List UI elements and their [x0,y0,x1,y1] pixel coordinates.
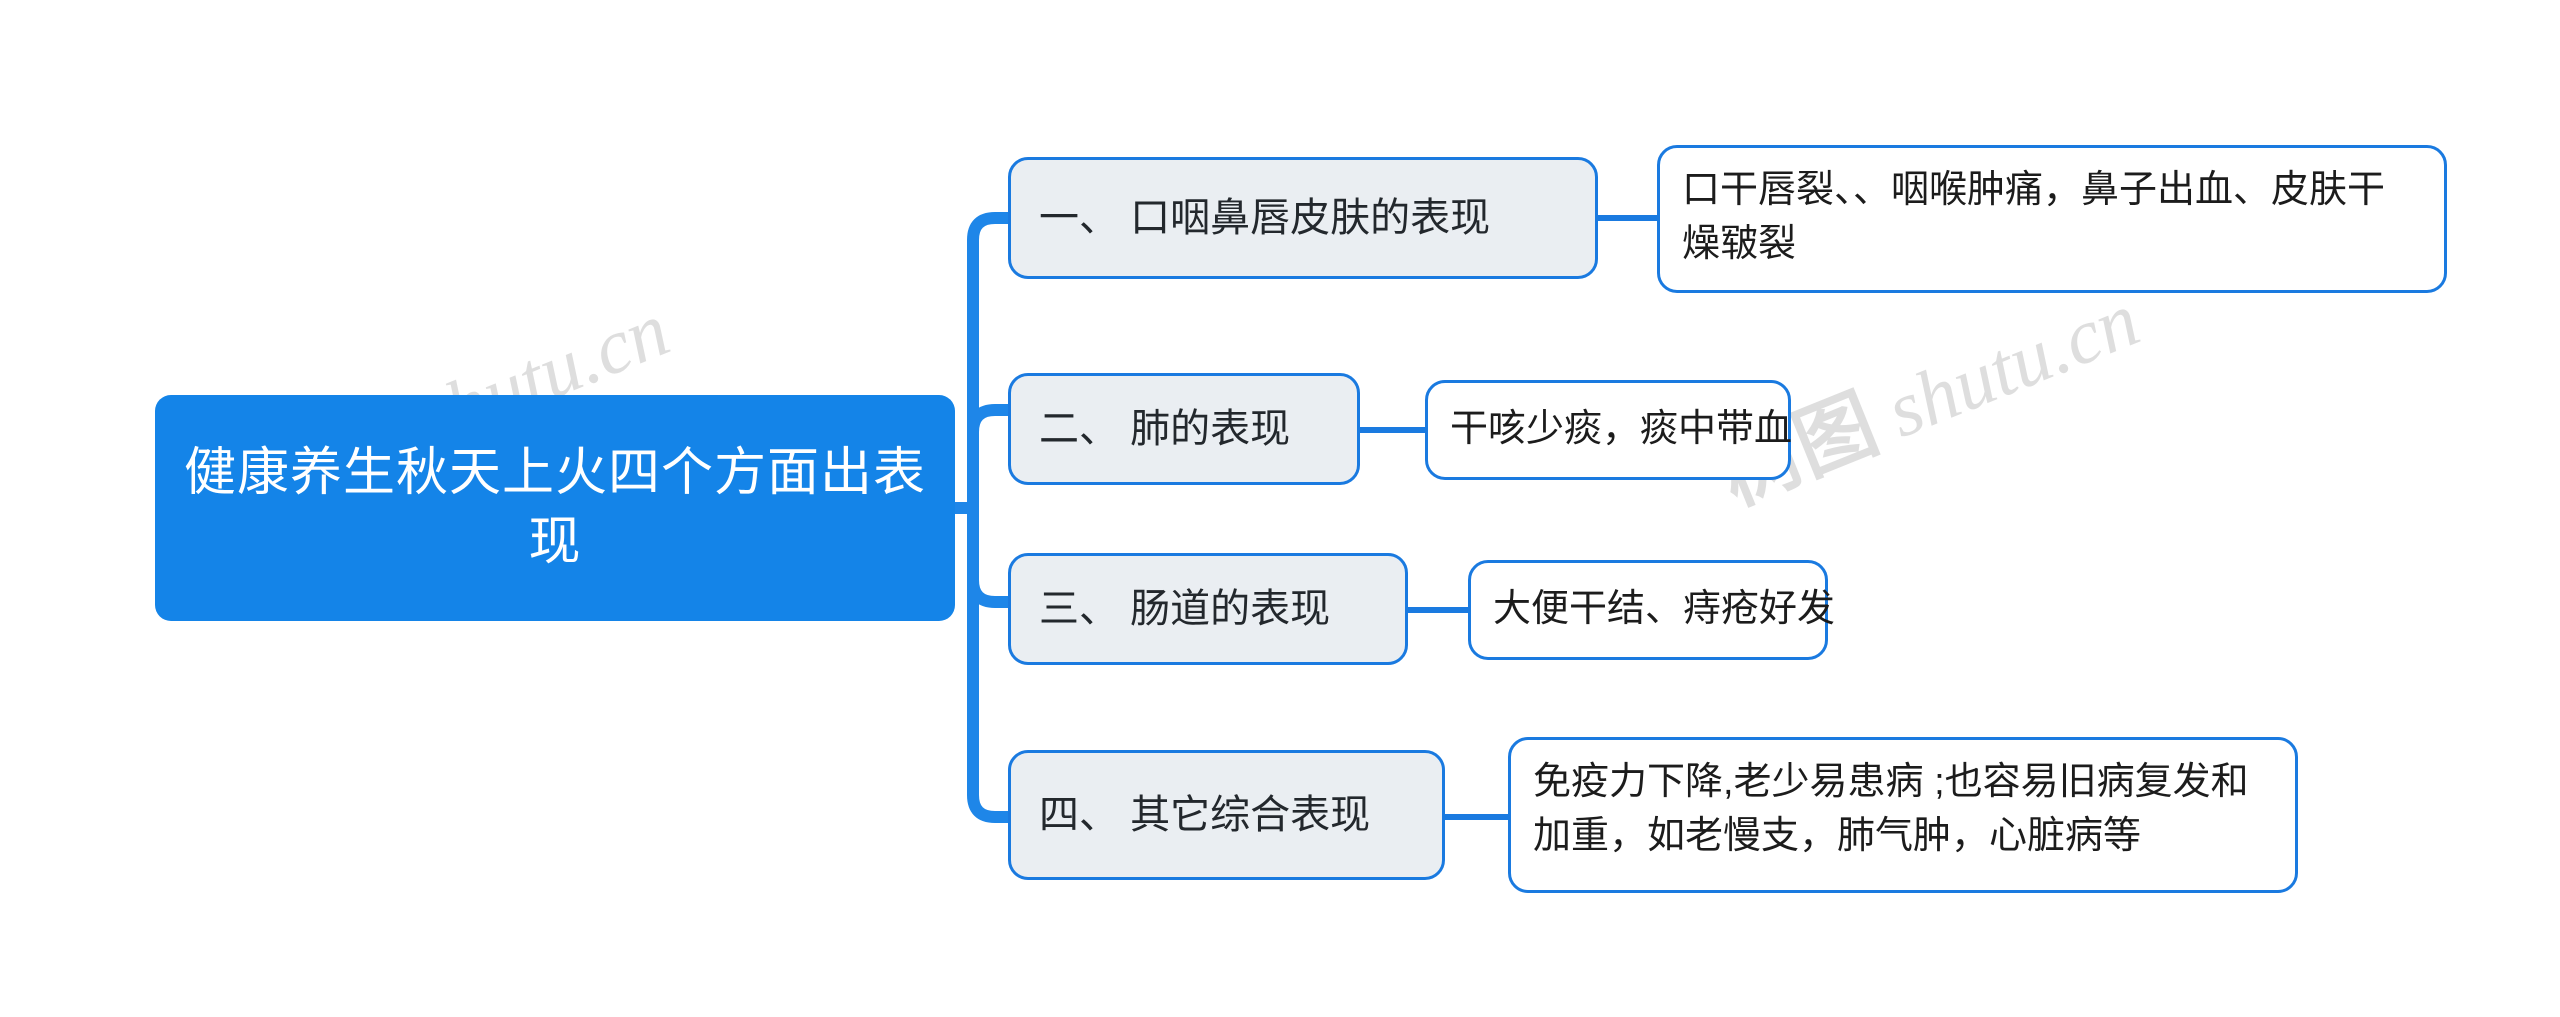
branch-node-2[interactable]: 二、 肺的表现 [1008,373,1360,485]
leaf-node-1[interactable]: 口干唇裂、、咽喉肿痛，鼻子出血、皮肤干燥皲裂 [1657,145,2447,293]
leaf-node-3-text: 大便干结、痔疮好发 [1493,588,1836,631]
leaf-node-1-text: 口干唇裂、、咽喉肿痛，鼻子出血、皮肤干燥皲裂 [1682,169,2386,265]
connector-trunk-branch-3 [967,502,1014,608]
root-node[interactable]: 健康养生秋天上火四个方面出表现 [155,395,955,621]
watermark-latin-text: shutu.cn [1874,274,2151,454]
branch-node-4[interactable]: 四、 其它综合表现 [1008,750,1445,880]
branch-node-3[interactable]: 三、 肠道的表现 [1008,553,1408,665]
leaf-node-4[interactable]: 免疫力下降,老少易患病 ;也容易旧病复发和加重，如老慢支，肺气肿，心脏病等 [1508,737,2298,893]
branch-node-4-label: 四、 其它综合表现 [1039,793,1371,837]
root-node-label: 健康养生秋天上火四个方面出表现 [183,444,926,571]
branch-node-2-label: 二、 肺的表现 [1039,407,1291,451]
branch-node-3-label: 三、 肠道的表现 [1039,587,1331,631]
connector-trunk-branch-1 [967,212,1014,514]
connector-trunk-branch-4 [967,502,1014,823]
leaf-node-4-text: 免疫力下降,老少易患病 ;也容易旧病复发和加重，如老慢支，肺气肿，心脏病等 [1533,761,2249,857]
leaf-node-2-text: 干咳少痰，痰中带血 [1450,408,1793,451]
leaf-node-2[interactable]: 干咳少痰，痰中带血 [1425,380,1792,480]
leaf-node-3[interactable]: 大便干结、痔疮好发 [1468,560,1835,660]
connector-trunk-branch-2 [967,404,1014,514]
branch-node-1[interactable]: 一、 口咽鼻唇皮肤的表现 [1008,157,1598,279]
branch-node-1-label: 一、 口咽鼻唇皮肤的表现 [1039,196,1491,240]
